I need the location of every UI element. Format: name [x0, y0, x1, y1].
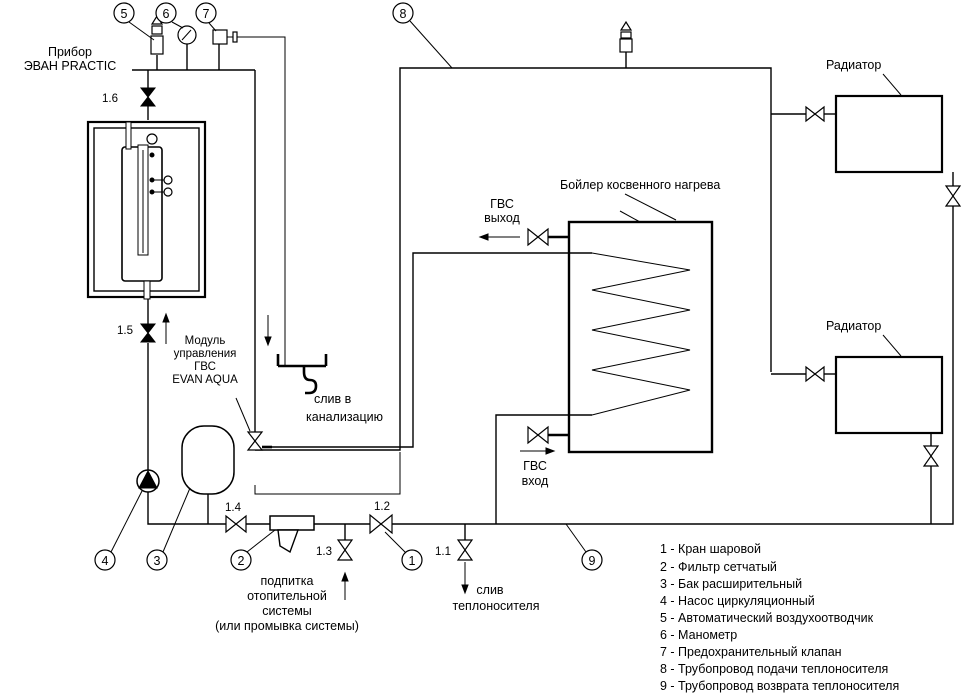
callout-9: 9	[589, 554, 596, 568]
callout-5: 5	[121, 7, 128, 21]
hot-in-label-line2: вход	[522, 474, 549, 488]
drain-label-line1: слив	[476, 583, 504, 597]
hot-out-valve-icon	[527, 227, 569, 247]
hot-out-arrow-icon	[478, 233, 520, 241]
legend-item-9: 9 - Трубопровод возврата теплоносителя	[660, 679, 899, 693]
boiler-label: Бойлер косвенного нагрева	[560, 178, 720, 192]
arrow-down-icon	[264, 315, 272, 347]
legend-item-8: 8 - Трубопровод подачи теплоносителя	[660, 662, 888, 676]
pressure-gauge-icon	[177, 25, 197, 45]
module-label-line1: Модуль	[185, 335, 226, 347]
callout-8: 8	[400, 7, 407, 21]
makeup-label-line2: отопительной	[247, 589, 327, 603]
expansion-tank-icon	[181, 425, 235, 495]
valve-1-3-icon	[336, 539, 354, 561]
supply-pipeline	[132, 44, 836, 451]
radiator-top-inlet-valve-icon	[805, 105, 825, 123]
legend-item-2: 2 - Фильтр сетчатый	[660, 560, 777, 574]
sewer-trap-icon	[276, 354, 328, 395]
legend-item-4: 4 - Насос циркуляционный	[660, 594, 815, 608]
hot-out-label-line1: ГВС	[490, 197, 514, 211]
valve-1-5-icon	[139, 323, 157, 343]
radiator-top-outlet-valve-icon	[944, 185, 962, 207]
valve-tag-1-2: 1.2	[374, 501, 390, 513]
legend-item-3: 3 - Бак расширительный	[660, 577, 802, 591]
boiler-air-vent-icon	[619, 20, 633, 53]
makeup-label-line3: системы	[262, 604, 312, 618]
valve-1-2-icon	[369, 513, 393, 535]
hot-in-label-line1: ГВС	[523, 459, 547, 473]
valve-1-6-icon	[139, 87, 157, 107]
safety-valve-icon	[212, 29, 238, 45]
module-valve-icon	[246, 431, 272, 451]
hot-in-valve-icon	[527, 425, 569, 445]
sewer-label-line2: канализацию	[306, 410, 383, 424]
radiator-bottom-label: Радиатор	[826, 319, 881, 333]
strainer-filter-icon	[269, 515, 315, 554]
hot-in-arrow-icon	[520, 447, 556, 455]
module-label-line4: EVAN AQUA	[172, 374, 238, 386]
module-label-line3: ГВС	[194, 361, 216, 373]
legend-item-6: 6 - Манометр	[660, 628, 737, 642]
radiator-bottom	[834, 355, 944, 435]
callout-3: 3	[154, 554, 161, 568]
legend-item-1: 1 - Кран шаровой	[660, 542, 761, 556]
valve-tag-1-4: 1.4	[225, 502, 242, 514]
valve-1-4-icon	[225, 514, 247, 534]
radiator-top-label: Радиатор	[826, 58, 881, 72]
radiator-bottom-inlet-valve-icon	[805, 365, 825, 383]
device-label-line1: Прибор	[48, 45, 92, 59]
makeup-label-line4: (или промывка системы)	[215, 619, 359, 633]
return-pipeline	[147, 36, 954, 540]
callout-4: 4	[102, 554, 109, 568]
arrow-up-icon	[162, 312, 170, 344]
drain-label-line2: теплоносителя	[453, 599, 540, 613]
radiator-top	[834, 94, 944, 174]
module-label-line2: управления	[174, 348, 237, 360]
callouts	[94, 2, 603, 571]
callout-6: 6	[163, 7, 170, 21]
valve-1-1-icon	[456, 539, 474, 561]
makeup-label-line1: подпитка	[261, 574, 314, 588]
radiator-bottom-outlet-valve-icon	[922, 445, 940, 467]
valve-tag-1-6: 1.6	[102, 93, 118, 105]
legend: 1 - Кран шаровой 2 - Фильтр сетчатый 3 -…	[660, 542, 899, 693]
evan-practic-device	[86, 120, 207, 324]
legend-item-7: 7 - Предохранительный клапан	[660, 645, 842, 659]
hot-out-label-line2: выход	[484, 211, 520, 225]
legend-item-5: 5 - Автоматический воздухоотводчик	[660, 611, 874, 625]
callout-7: 7	[203, 7, 210, 21]
valve-tag-1-3: 1.3	[316, 546, 332, 558]
valve-tag-1-1: 1.1	[435, 546, 451, 558]
callout-1: 1	[409, 554, 416, 568]
drain-arrow-icon	[461, 562, 469, 595]
indirect-boiler	[567, 210, 714, 454]
device-label-line2: ЭВАН PRACTIC	[24, 59, 117, 73]
callout-2: 2	[238, 554, 245, 568]
sewer-label-line1: слив в	[314, 392, 352, 406]
circulation-pump-icon	[136, 469, 160, 493]
makeup-arrow-icon	[341, 571, 349, 600]
valve-tag-1-5: 1.5	[117, 325, 133, 337]
